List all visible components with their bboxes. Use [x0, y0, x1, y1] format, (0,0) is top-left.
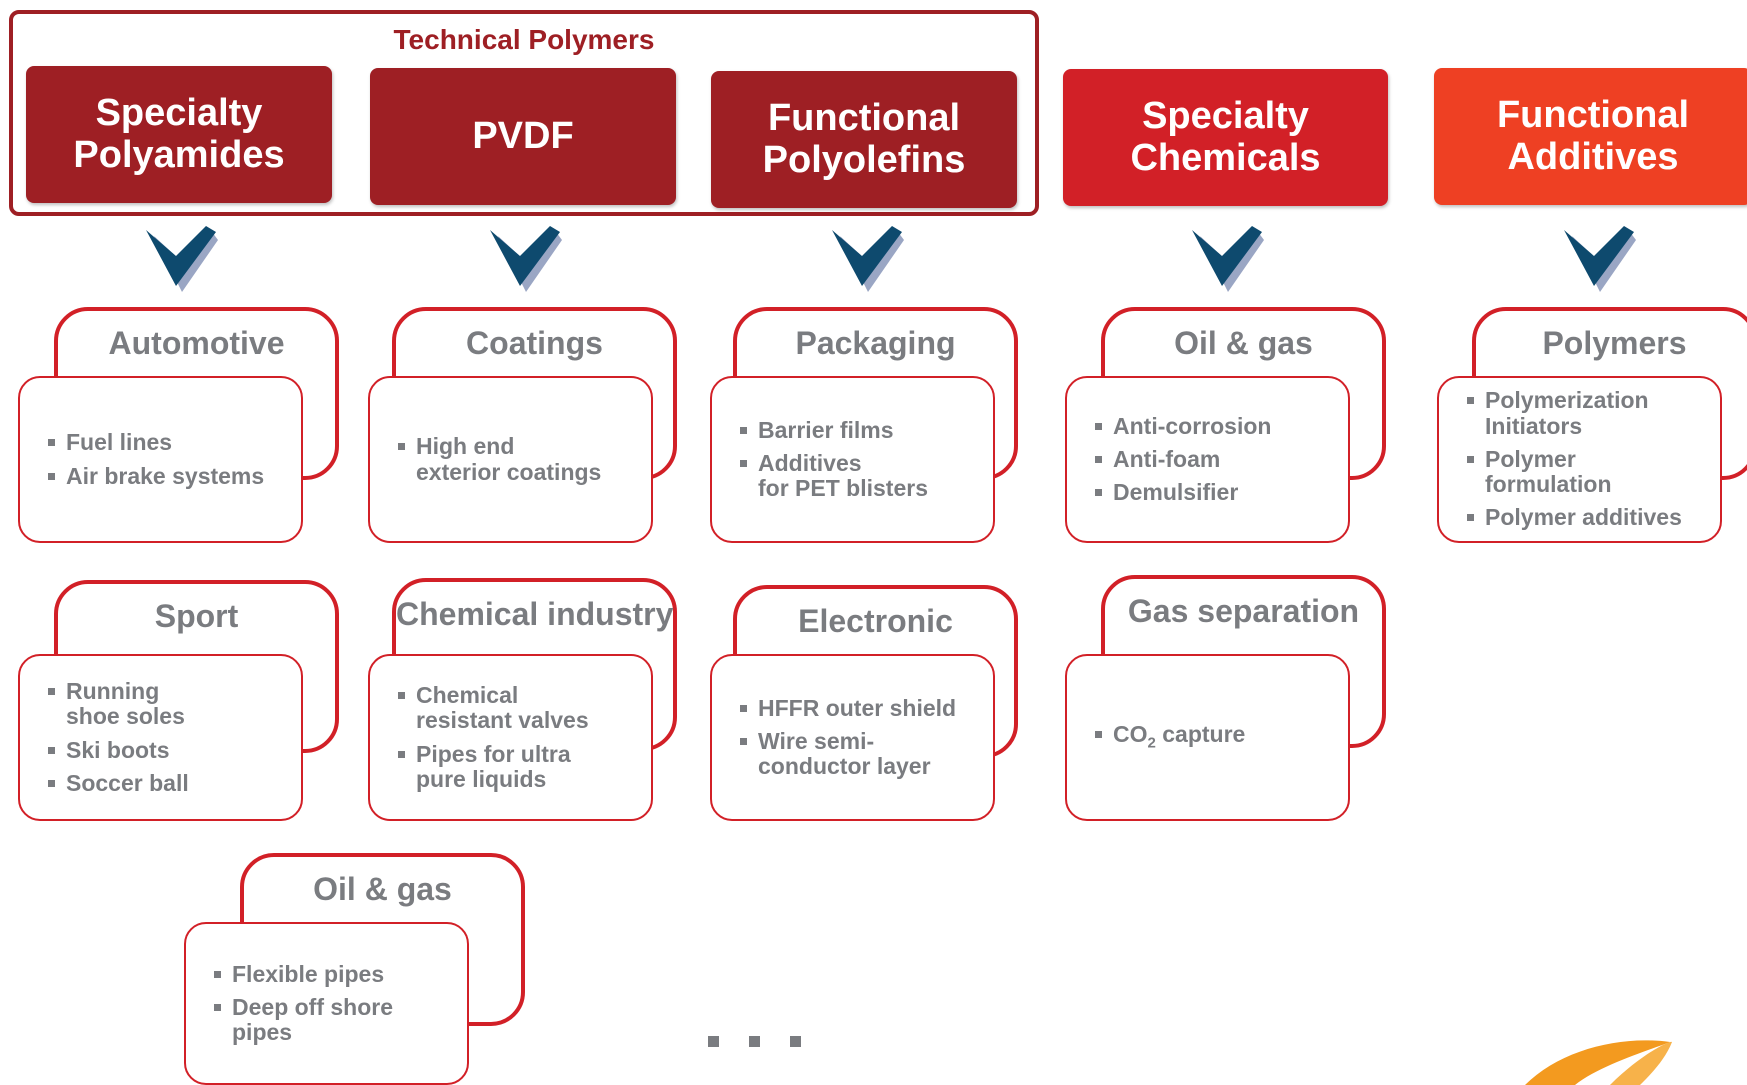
market-title: Gas separation: [1127, 593, 1360, 629]
bu-functional-additives[interactable]: Functional Additives: [1434, 68, 1747, 205]
market-card-automotive: Fuel lines Air brake systems: [18, 376, 303, 543]
list-item: High end exterior coatings: [398, 434, 643, 485]
list-item: Anti-corrosion: [1095, 413, 1340, 439]
list-item: Polymerization Initiators: [1467, 388, 1712, 439]
more-indicator: [708, 1036, 801, 1047]
list-item: Ski boots: [48, 737, 293, 763]
market-title: Automotive: [108, 325, 285, 361]
market-title: Oil & gas: [313, 871, 452, 907]
bu-label: Functional Polyolefins: [762, 97, 966, 181]
capture-label: capture: [1155, 721, 1246, 748]
market-title: Polymers: [1542, 325, 1687, 361]
list-item: Fuel lines: [48, 429, 293, 455]
market-title: Oil & gas: [1174, 325, 1313, 361]
co2-label: CO: [1113, 721, 1148, 748]
bu-label: Specialty Polyamides: [73, 92, 285, 176]
list-item: Deep off shore pipes: [214, 994, 459, 1046]
bu-specialty-polyamides[interactable]: Specialty Polyamides: [26, 66, 332, 203]
market-title: Sport: [154, 598, 239, 634]
list-item: Flexible pipes: [214, 961, 459, 987]
technical-polymers-title: Technical Polymers: [393, 24, 655, 55]
market-card-oil-gas: Anti-corrosion Anti-foam Demulsifier: [1065, 376, 1350, 543]
co2-subscript: 2: [1147, 735, 1156, 753]
market-card-gas-separation: CO2 capture: [1065, 654, 1350, 821]
bu-functional-polyolefins[interactable]: Functional Polyolefins: [711, 71, 1017, 208]
bu-pvdf[interactable]: PVDF: [370, 68, 676, 205]
technical-polymers-frame: [9, 10, 1039, 216]
market-title: Coatings: [466, 325, 603, 361]
list-item: Running shoe soles: [48, 678, 293, 730]
market-title: Chemical industry: [396, 596, 674, 632]
list-item: Barrier films: [740, 417, 985, 443]
market-card-coatings: High end exterior coatings: [368, 376, 653, 543]
bu-label: PVDF: [472, 114, 574, 157]
bu-label: Functional Additives: [1496, 94, 1690, 178]
list-item: HFFR outer shield: [740, 695, 985, 721]
logo-swoosh-icon: [1525, 1040, 1672, 1085]
bu-specialty-chemicals[interactable]: Specialty Chemicals: [1063, 69, 1388, 206]
chevron-down-icon: [490, 226, 562, 292]
market-card-sport: Running shoe soles Ski boots Soccer ball: [18, 654, 303, 821]
dot: [708, 1036, 719, 1047]
market-card-packaging: Barrier films Additives for PET blisters: [710, 376, 995, 543]
market-card-polymers: Polymerization Initiators Polymer formul…: [1437, 376, 1722, 543]
list-item: Soccer ball: [48, 770, 293, 796]
market-card-oil-gas-2: Flexible pipes Deep off shore pipes: [184, 922, 469, 1085]
bu-label: Specialty Chemicals: [1130, 95, 1321, 179]
dot: [749, 1036, 760, 1047]
chevron-down-icon: [146, 226, 218, 292]
market-title: Electronic: [798, 603, 953, 639]
market-card-chemical-industry: Chemical resistant valves Pipes for ultr…: [368, 654, 653, 821]
list-item: Additives for PET blisters: [740, 450, 985, 502]
list-item: Polymer formulation: [1467, 446, 1712, 498]
list-item: Demulsifier: [1095, 479, 1340, 505]
dot: [790, 1036, 801, 1047]
list-item: Polymer additives: [1467, 505, 1712, 530]
list-item: Air brake systems: [48, 463, 293, 489]
list-item: CO2 capture: [1095, 722, 1340, 752]
list-item: Chemical resistant valves: [398, 682, 643, 734]
list-item: Wire semi- conductor layer: [740, 728, 985, 780]
list-item: Anti-foam: [1095, 446, 1340, 472]
chevron-down-icon: [1564, 226, 1636, 292]
list-item: Pipes for ultra pure liquids: [398, 741, 643, 793]
market-card-electronic: HFFR outer shield Wire semi- conductor l…: [710, 654, 995, 821]
chevron-down-icon: [1192, 226, 1264, 292]
chevron-down-icon: [832, 226, 904, 292]
market-title: Packaging: [795, 325, 956, 361]
